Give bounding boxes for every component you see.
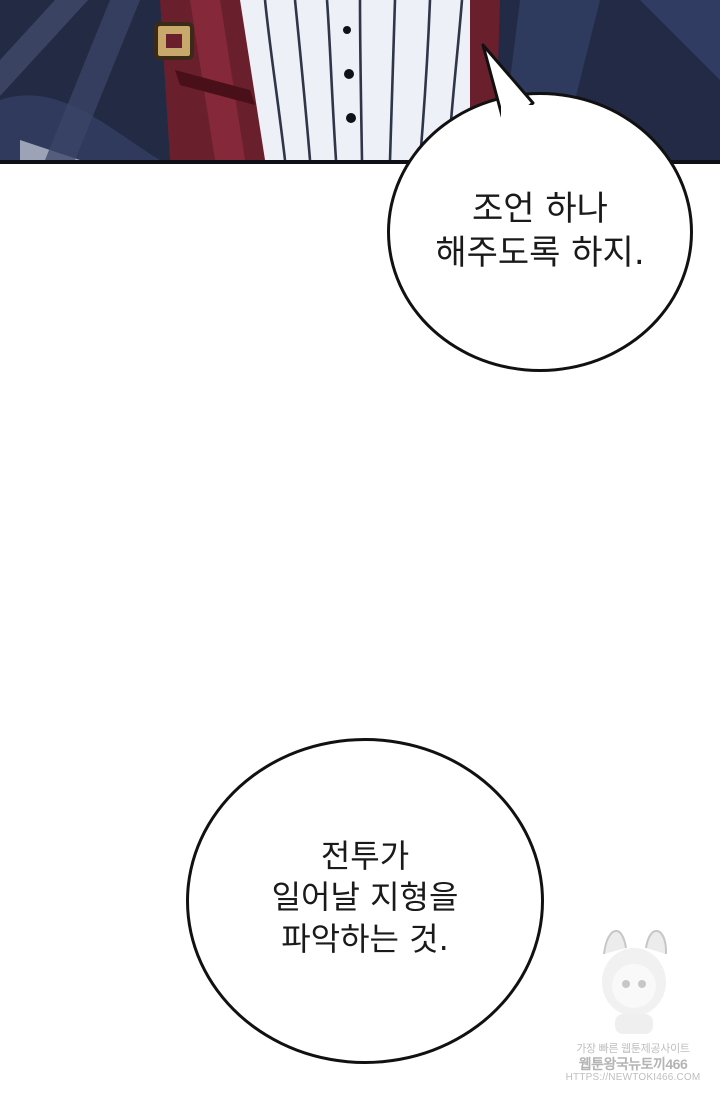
watermark-site-name: 웹툰왕국뉴토끼466 <box>578 1056 688 1072</box>
speech-bubble-top: 조언 하나 해주도록 하지. <box>387 92 693 372</box>
watermark-url: HTTPS://NEWTOKI466.COM <box>565 1072 701 1083</box>
clothing-illustration <box>0 0 720 160</box>
mascot-icon <box>602 929 668 1034</box>
watermark-tagline: 가장 빠른 웹툰제공사이트 <box>576 1043 690 1055</box>
site-watermark: 가장 빠른 웹툰제공사이트 웹툰왕국뉴토끼466 HTTPS://NEWTOKI… <box>548 912 718 1090</box>
speech-bubble-bottom: 전투가 일어날 지형을 파악하는 것. <box>186 738 544 1064</box>
speech-text-top: 조언 하나 해주도록 하지. <box>435 188 645 273</box>
speech-bubble-tail <box>481 43 541 130</box>
speech-text-bottom: 전투가 일어날 지형을 파악하는 것. <box>271 836 459 958</box>
illustration-panel <box>0 0 720 164</box>
